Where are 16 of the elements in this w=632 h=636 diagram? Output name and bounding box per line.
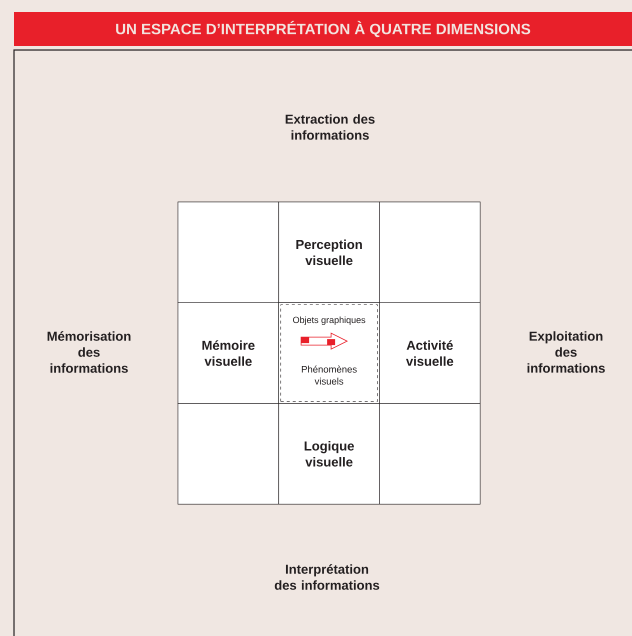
grid-cell bbox=[178, 202, 279, 303]
grid-cell: Mémoire visuelle bbox=[178, 302, 279, 404]
grid-cell: Activité visuelle bbox=[379, 302, 480, 404]
box-heading: Objets graphiques bbox=[293, 316, 366, 325]
dimension-label: Interprétation des informations bbox=[274, 564, 380, 590]
grid-cell bbox=[379, 202, 480, 303]
box-text: Phénomènes visuels bbox=[302, 366, 357, 385]
grid-cell: Perception visuelle bbox=[278, 202, 380, 303]
grid-cell bbox=[379, 403, 480, 504]
dashed-box bbox=[280, 304, 378, 402]
grid-cell: Logique visuelle bbox=[278, 403, 380, 504]
dimension-label: Exploitation des informations bbox=[528, 331, 605, 373]
dimension-label: Mémorisation des informations bbox=[48, 331, 130, 373]
grid-cell bbox=[178, 403, 279, 504]
dimension-label: Extraction des informations bbox=[286, 114, 375, 140]
title-bar: UN ESPACE D’INTERPRÉTATION À QUATRE DIMENSIONS bbox=[14, 12, 632, 46]
